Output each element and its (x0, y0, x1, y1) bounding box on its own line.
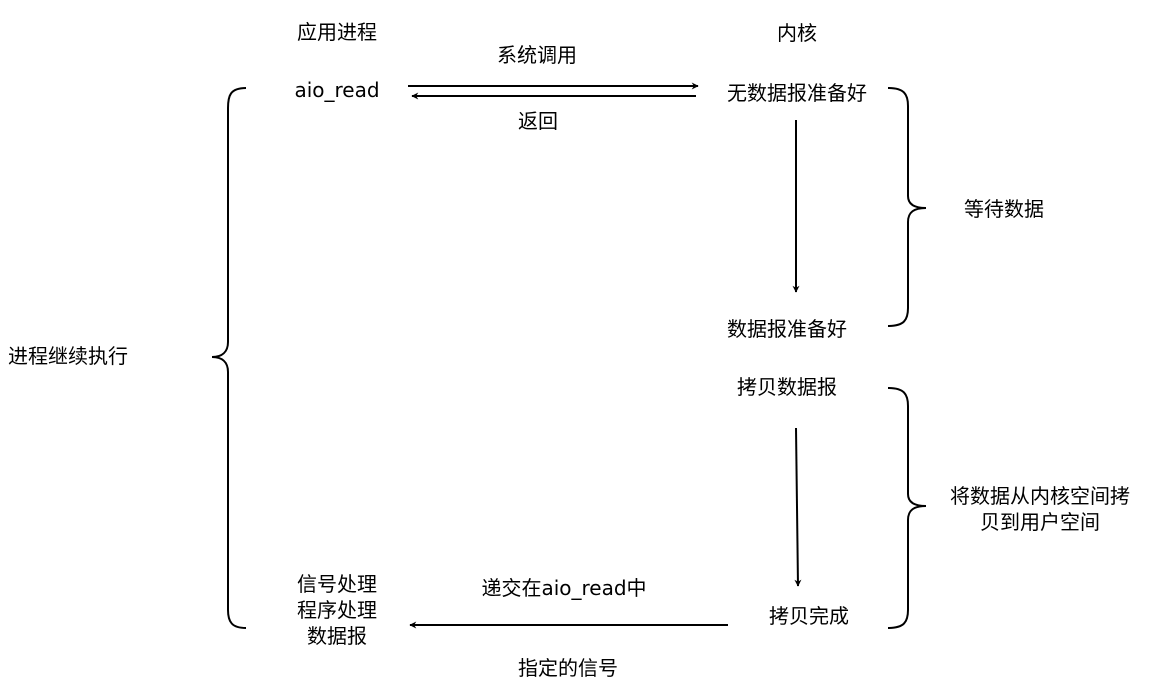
process-continues-label: 进程继续执行 (8, 344, 128, 368)
copy-datagram-label: 拷贝数据报 (737, 375, 837, 399)
wait-data-label: 等待数据 (964, 197, 1044, 221)
no-datagram-ready-label: 无数据报准备好 (727, 81, 867, 105)
signal-handler-label: 信号处理 程序处理 数据报 (297, 572, 377, 648)
signal-label: 指定的信号 (518, 656, 618, 680)
syscall-label: 系统调用 (497, 43, 577, 67)
aio-read-label: aio_read (294, 78, 380, 102)
process-continues-brace (211, 87, 247, 629)
copy-to-user-label: 将数据从内核空间拷 贝到用户空间 (950, 484, 1130, 534)
return-label: 返回 (518, 109, 558, 133)
copy-arrow (794, 427, 802, 587)
datagram-ready-label: 数据报准备好 (727, 317, 847, 341)
deliver-label: 递交在aio_read中 (481, 576, 647, 600)
copy-complete-label: 拷贝完成 (769, 604, 849, 628)
copy-brace (887, 387, 927, 629)
kernel-header: 内核 (777, 21, 817, 45)
wait-data-brace (887, 87, 927, 327)
app-process-header: 应用进程 (297, 20, 377, 44)
